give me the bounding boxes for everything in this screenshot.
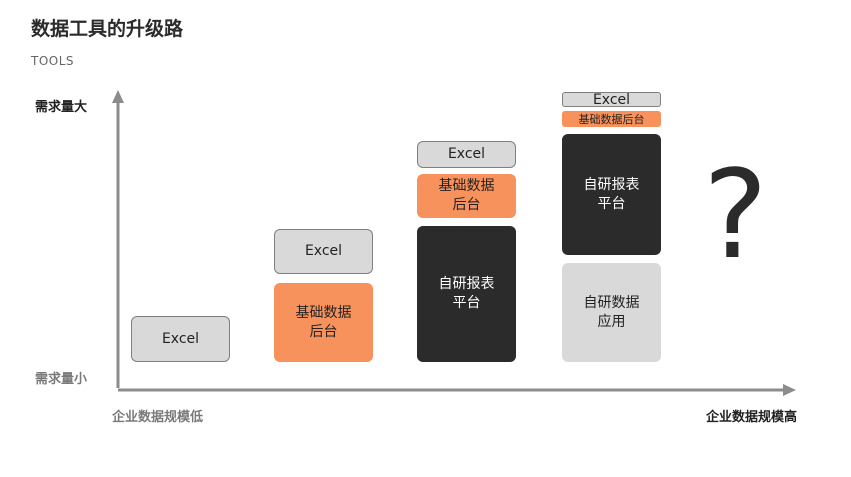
question-mark: ? [703,144,768,286]
page-subtitle: TOOLS [31,54,75,68]
stage4-data-app-block: 自研数据 应用 [562,263,661,362]
stage3-excel-block: Excel [417,141,516,168]
stage3-backend-block: 基础数据 后台 [417,174,516,218]
y-axis-low-label: 需求量小 [35,372,88,387]
x-axis-arrowhead [783,384,796,396]
x-axis-low-label: 企业数据规模低 [112,410,204,425]
stage2-excel-block: Excel [274,229,373,274]
stage3-report-platform-block: 自研报表 平台 [417,226,516,362]
y-axis-arrowhead [112,90,124,103]
stage4-excel-block: Excel [562,92,661,107]
stage4-backend-block: 基础数据后台 [562,111,661,127]
y-axis-high-label: 需求量大 [35,100,88,115]
x-axis-high-label: 企业数据规模高 [705,410,797,425]
page-title: 数据工具的升级路 [31,18,184,40]
stage4-report-platform-block: 自研报表 平台 [562,134,661,255]
stage1-excel-block: Excel [131,316,230,362]
stage2-backend-block: 基础数据 后台 [274,283,373,362]
